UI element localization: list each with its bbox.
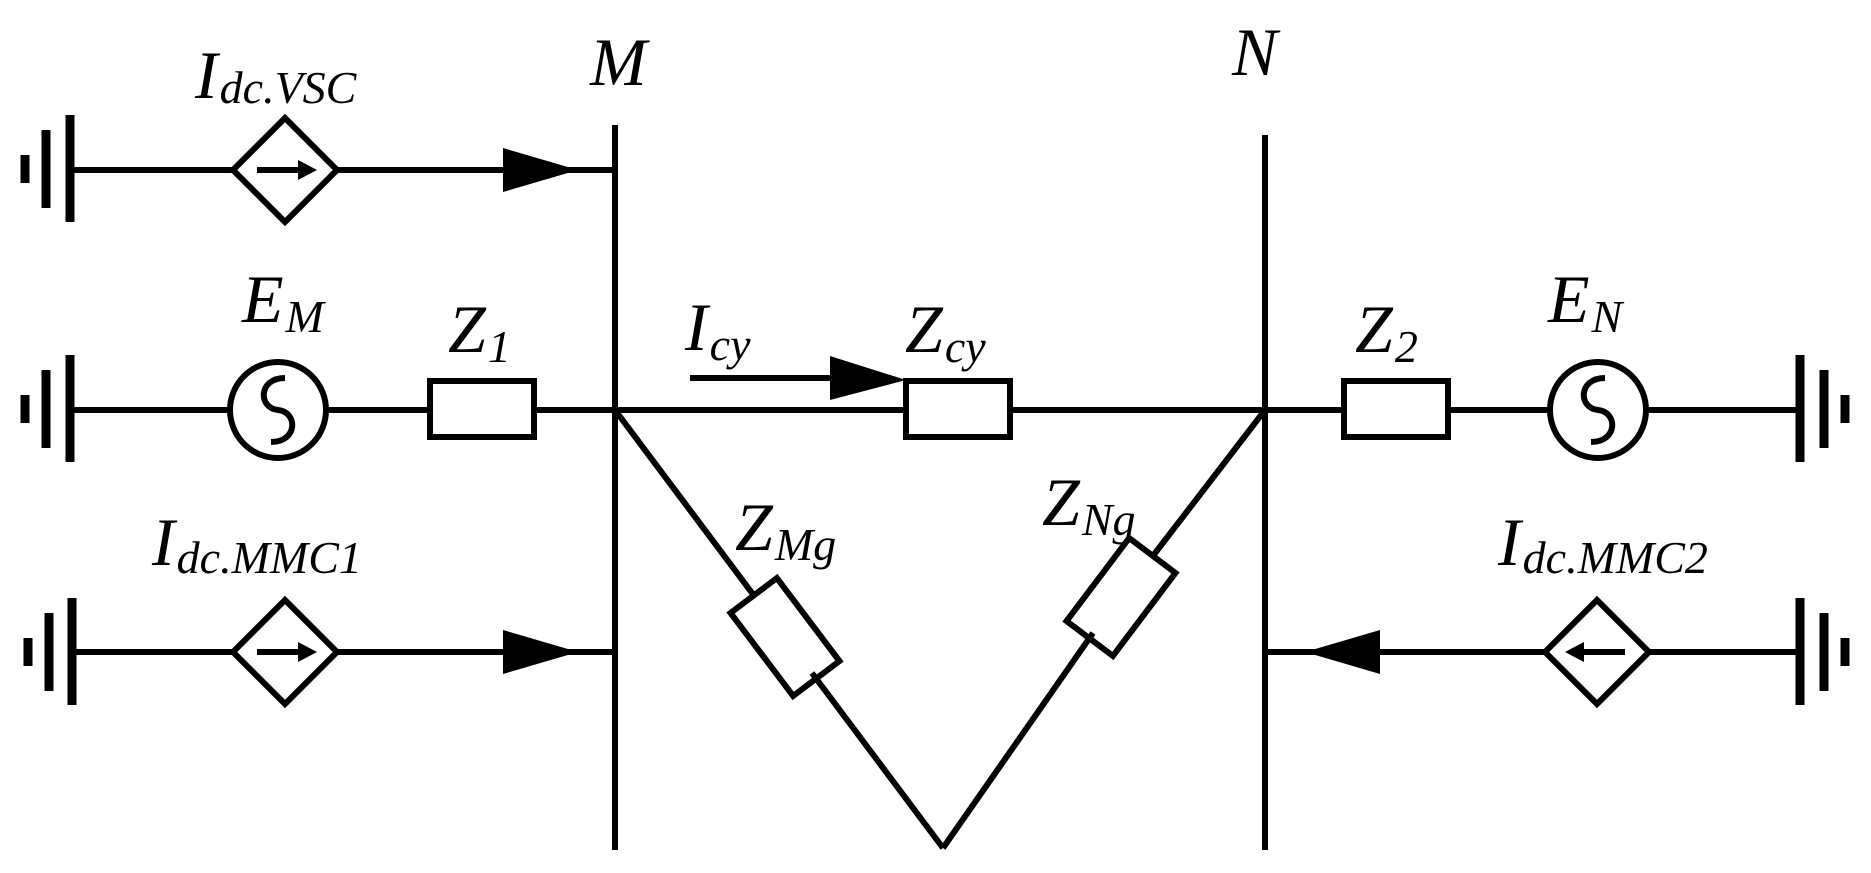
idc-mmc1-label: Idc.MMC1 [151, 504, 362, 583]
en-label: EN [1547, 261, 1625, 342]
ground-symbol-en [1795, 355, 1850, 462]
zng-label: ZNg [1042, 464, 1136, 545]
zng-branch-upper [1146, 408, 1268, 563]
bus-m-label: M [589, 24, 650, 100]
impedance-z2 [1341, 378, 1451, 440]
zng-branch-lower [940, 631, 1096, 850]
ac-source-em [227, 359, 329, 461]
ac-source-en [1547, 359, 1649, 461]
ground-symbol-vsc [20, 115, 75, 222]
z1-label: Z1 [448, 291, 511, 372]
bus-n-label: N [1231, 14, 1281, 90]
mmc2-direction-arrow [1305, 630, 1380, 674]
ground-symbol-mmc2 [1795, 598, 1850, 705]
z2-label: Z2 [1355, 291, 1418, 372]
mmc1-current-source [228, 595, 342, 709]
em-label: EM [241, 261, 327, 342]
mmc1-direction-arrow [503, 630, 578, 674]
zmg-label: ZMg [735, 489, 836, 570]
vsc-current-source [228, 113, 342, 227]
icy-label: Icy [684, 289, 751, 370]
ground-symbol-em [20, 355, 75, 462]
zmg-branch-lower [809, 671, 946, 850]
idc-mmc2-label: Idc.MMC2 [1497, 504, 1708, 583]
impedance-z1 [427, 378, 537, 440]
ground-symbol-mmc1 [23, 598, 77, 705]
zmg-branch-upper [612, 408, 761, 603]
icy-arrow-head [830, 356, 906, 400]
impedance-zcy [903, 378, 1013, 440]
mmc2-current-source [1540, 595, 1654, 709]
zcy-label: Zcy [905, 291, 986, 372]
vsc-direction-arrow [503, 148, 578, 192]
idc-vsc-label: Idc.VSC [194, 37, 358, 113]
impedance-zng [1062, 533, 1180, 661]
impedance-zmg [726, 573, 844, 701]
